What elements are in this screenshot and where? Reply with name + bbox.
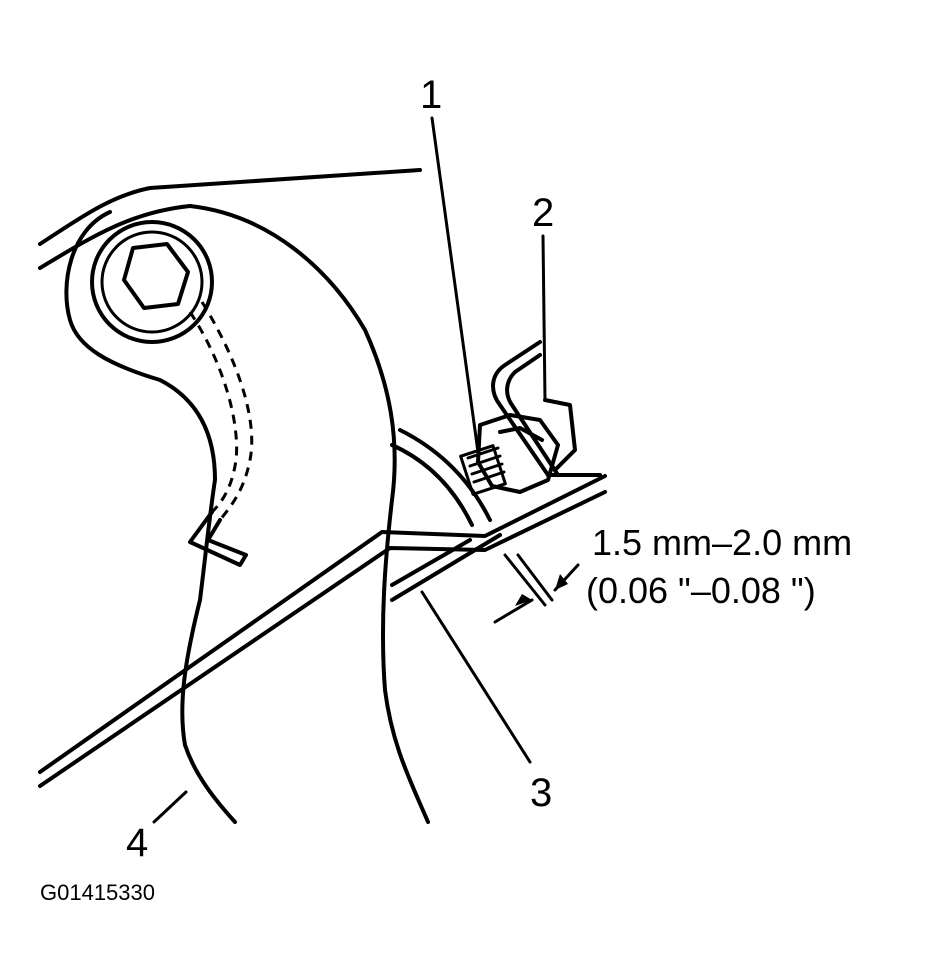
callout-4: 4 [126,821,148,865]
dimension-metric: 1.5 mm–2.0 mm [592,522,852,563]
lever-arm [64,204,430,824]
callout-1: 1 [420,73,442,117]
bracket [491,340,602,477]
hook [188,510,248,567]
pivot-bolt [90,220,214,344]
plate-edge [390,428,492,527]
hidden-lines [188,301,254,521]
gap-lines [493,553,580,624]
adjusting-screw [459,413,560,496]
housing-outline [38,168,422,270]
leader-lines [152,116,547,824]
callout-3: 3 [530,771,552,815]
figure-id: G01415330 [40,880,155,905]
callout-2: 2 [532,191,554,235]
dimension-imperial: (0.06 "–0.08 ") [586,570,816,611]
cable [38,474,607,788]
